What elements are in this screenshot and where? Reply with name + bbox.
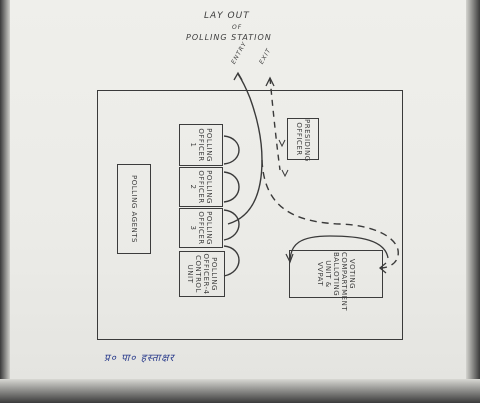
presiding-officer-box: PRESIDING OFFICER <box>287 118 319 162</box>
photo-edge-right <box>466 0 480 403</box>
polling-hall <box>97 90 403 340</box>
polling-officer-2-label: POLLING OFFICER 2 <box>189 170 213 204</box>
polling-officer-4-label: POLLING OFFICER-4 CONTROL UNIT <box>186 253 218 295</box>
photo-edge-left <box>0 0 10 403</box>
arc-1 <box>223 135 240 165</box>
polling-officer-3-box: POLLING OFFICER 3 <box>179 208 223 248</box>
arc-3 <box>223 209 240 241</box>
arc-2 <box>223 171 240 203</box>
return-arrow <box>285 253 294 264</box>
polling-officer-1-label: POLLING OFFICER 1 <box>189 128 213 162</box>
polling-officer-3-label: POLLING OFFICER 3 <box>189 211 213 245</box>
arc-4 <box>223 245 240 277</box>
presiding-officer-label: PRESIDING OFFICER <box>295 119 311 162</box>
voting-compartment-box: VOTING COMPARTMENT BALLOTING UNIT & VVPA… <box>289 250 383 312</box>
polling-agents-label: POLLING AGENTS <box>130 175 138 243</box>
funnel-path-left <box>227 159 263 225</box>
exit-arrow <box>265 76 275 87</box>
funnel-path-right <box>261 159 399 269</box>
title-line-3: POLLING STATION <box>186 33 272 42</box>
exit-path <box>269 77 281 171</box>
voting-compartment-label: VOTING COMPARTMENT BALLOTING UNIT & VVPA… <box>316 252 356 312</box>
entry-path <box>237 73 263 161</box>
entry-arrow <box>233 71 243 81</box>
tick-arrow-1 <box>278 139 286 148</box>
polling-officer-1-box: POLLING OFFICER 1 <box>179 124 223 166</box>
tick-arrow-2 <box>281 169 289 178</box>
polling-agents-box: POLLING AGENTS <box>117 164 151 254</box>
return-loop <box>289 235 389 263</box>
polling-officer-4-box: POLLING OFFICER-4 CONTROL UNIT <box>179 251 225 297</box>
title-line-1: LAY OUT <box>204 11 250 21</box>
presiding-officer-signature: प्र० पा० हस्ताक्षर <box>104 353 175 364</box>
polling-officer-2-box: POLLING OFFICER 2 <box>179 167 223 207</box>
funnel-arrow <box>378 262 387 274</box>
photo-edge-bottom <box>0 379 480 403</box>
title-line-2: OF <box>232 24 243 31</box>
